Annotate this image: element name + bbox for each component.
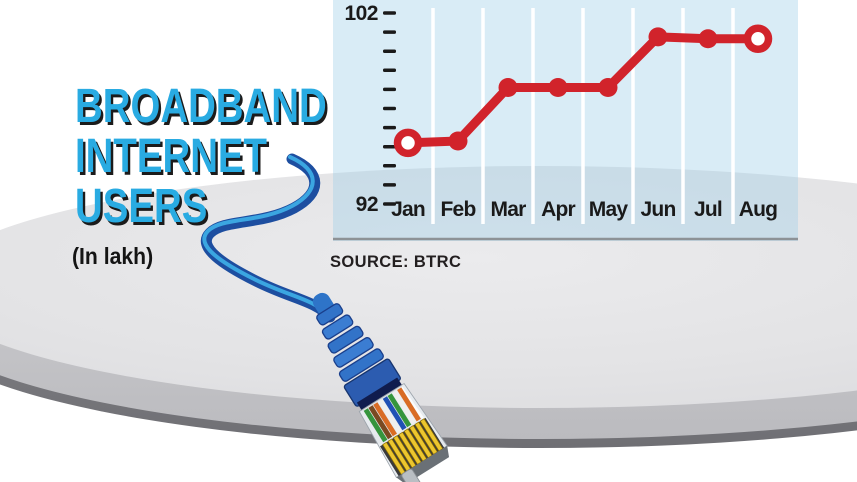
data-point [698, 29, 718, 49]
y-axis-tick [383, 202, 396, 206]
title-line-3: USERS [75, 180, 208, 233]
line-chart: 102 92 Jan Feb Mar Apr May Jun Jul Aug [333, 2, 798, 241]
data-point [498, 77, 518, 97]
data-point [548, 77, 568, 97]
month-label: Aug [739, 198, 777, 221]
y-axis-tick [383, 30, 396, 34]
source-label: SOURCE: BTRC [330, 253, 462, 271]
y-axis-tick [383, 49, 396, 53]
title-line-1: BROADBAND [75, 80, 327, 133]
data-point [598, 77, 618, 97]
data-point-open [393, 128, 423, 158]
y-axis-tick [383, 164, 396, 168]
y-axis-tick [383, 144, 396, 149]
y-axis-tick [383, 183, 396, 187]
page-title: BROADBAND INTERNET USERS [75, 82, 327, 232]
month-label: Jul [694, 198, 722, 221]
y-axis-tick [383, 87, 396, 92]
y-axis-label-bottom: 92 [356, 193, 378, 216]
data-point [648, 27, 668, 47]
month-label: Apr [541, 198, 575, 221]
month-label: Feb [441, 198, 476, 221]
y-axis-tick [383, 11, 396, 15]
y-axis-label-top: 102 [344, 2, 378, 25]
platform-top-ellipse [0, 166, 857, 408]
unit-subtitle: (In lakh) [72, 243, 154, 269]
month-label: Mar [491, 198, 527, 221]
y-axis-tick [383, 68, 396, 73]
data-point-open [743, 24, 773, 54]
title-line-2: INTERNET [75, 130, 267, 183]
month-label: Jun [641, 198, 676, 221]
month-label: Jan [391, 198, 425, 221]
y-axis-tick [383, 106, 396, 111]
data-point [448, 131, 468, 151]
month-label: May [589, 198, 629, 221]
y-axis-tick [383, 125, 396, 130]
